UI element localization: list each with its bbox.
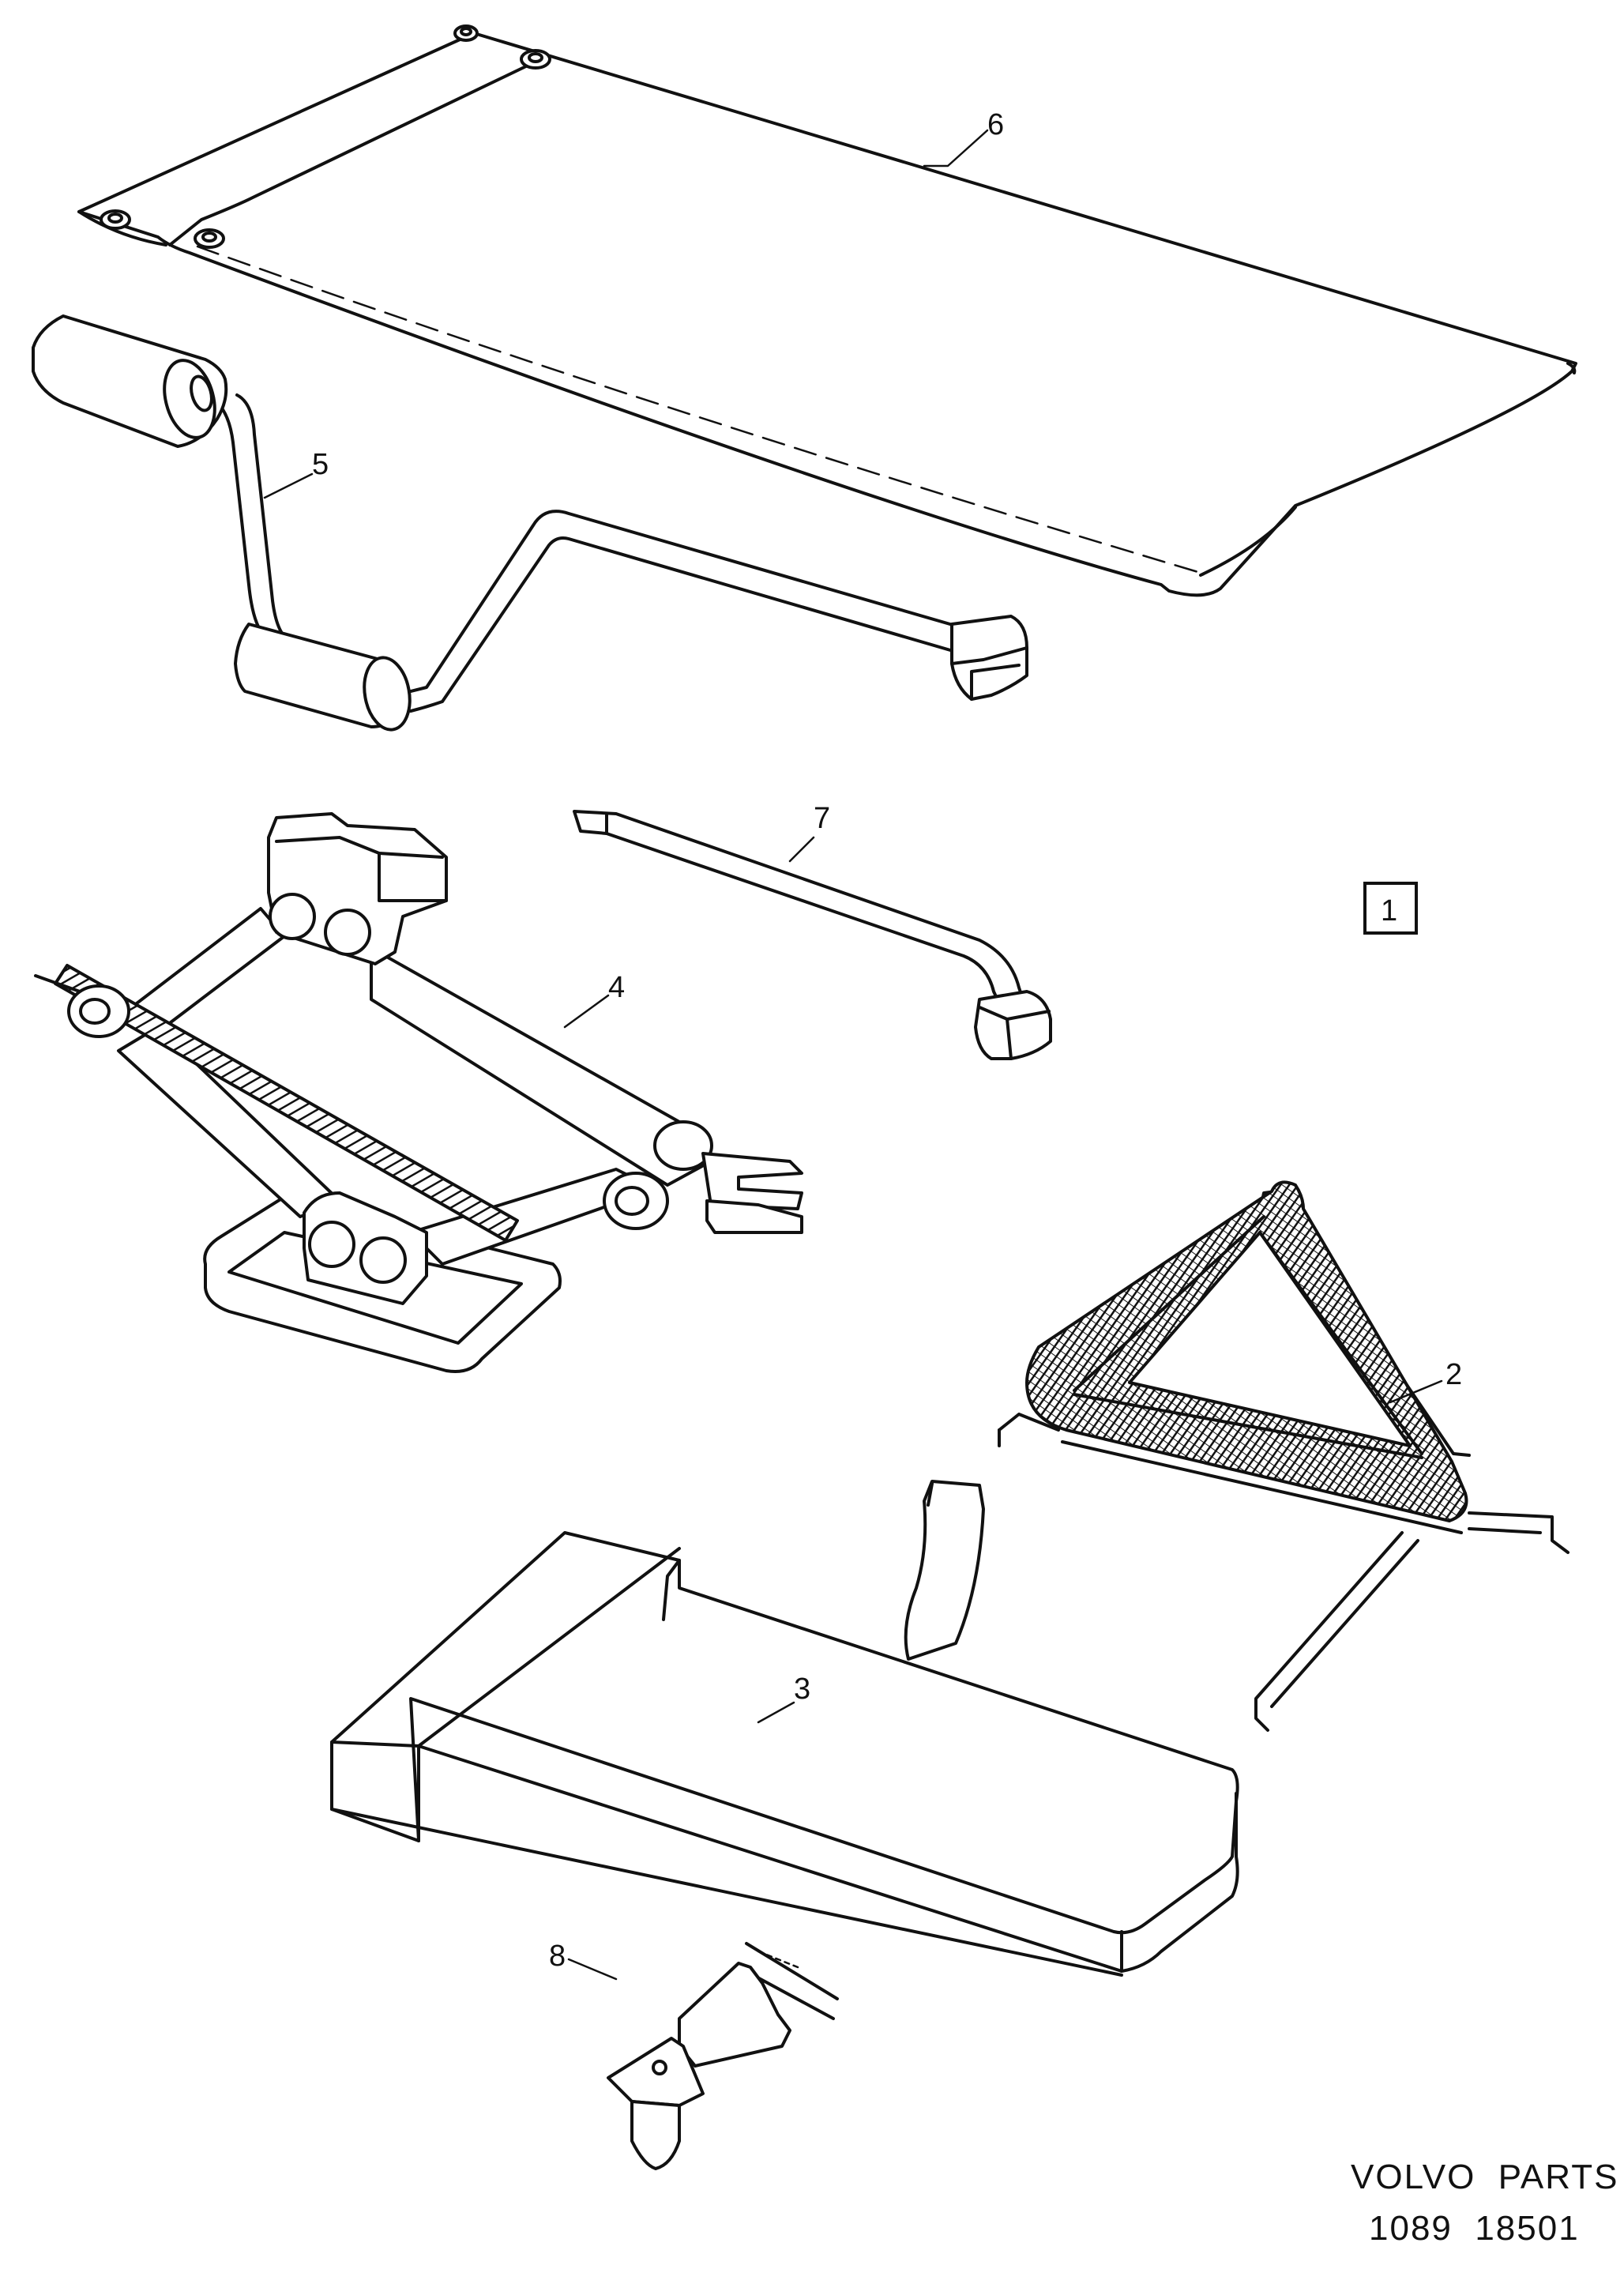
grommet-icon [194,228,225,249]
callout-6: 6 [987,108,1004,141]
callout-8: 8 [549,1940,566,1973]
callout-2: 2 [1445,1358,1462,1391]
footer-brand: VOLVO PARTS [1351,2158,1618,2196]
grommet-icon [520,49,551,70]
callout-4: 4 [608,971,625,1004]
warning-triangle-part-2 [998,1180,1569,1732]
crank-handle-part-5 [32,314,1028,732]
tool-bag-part-6 [77,24,1577,597]
wrench-part-7 [573,810,1052,1060]
case-part-3 [330,1480,1239,2020]
callout-1: 1 [1381,894,1397,928]
buckle-part-8 [607,1962,791,2170]
callout-5: 5 [312,448,329,481]
grommet-icon [453,24,479,42]
footer-code: 1089 18501 [1369,2209,1580,2248]
figure-number-box: 1 [1363,882,1418,935]
callout-7: 7 [814,802,830,835]
callout-3: 3 [794,1673,810,1706]
leader-lines [263,129,1443,1981]
grommet-icon [100,209,131,230]
scissor-jack-part-4 [34,812,803,1373]
